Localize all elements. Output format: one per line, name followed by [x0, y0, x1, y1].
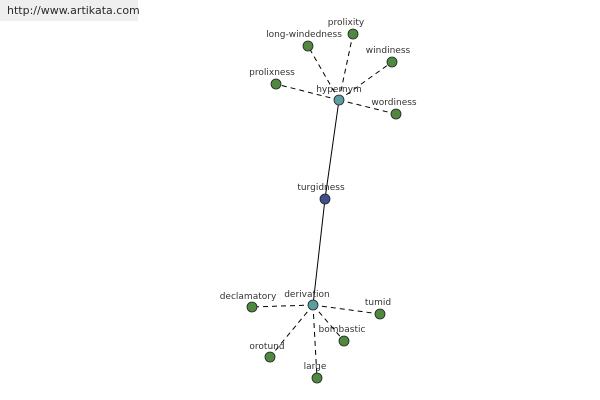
node-tumid[interactable]	[374, 308, 386, 320]
edge-center-derivation	[312, 198, 326, 306]
edge-derivation-orotund	[269, 304, 314, 358]
label-windiness[interactable]: windiness	[366, 46, 411, 56]
edge-hypernym-prolixness	[275, 83, 340, 101]
node-prolixness[interactable]	[270, 78, 282, 90]
node-declamatory[interactable]	[246, 301, 258, 313]
node-derivation[interactable]	[307, 299, 319, 311]
edge-hypernym-windiness	[338, 61, 393, 101]
edge-derivation-bombastic	[312, 304, 345, 342]
label-orotund[interactable]: orotund	[249, 342, 284, 352]
label-declamatory[interactable]: declamatory	[220, 292, 277, 302]
edge-hypernym-prolixity	[338, 33, 354, 101]
label-prolixness[interactable]: prolixness	[249, 68, 295, 78]
node-prolixity[interactable]	[347, 28, 359, 40]
edge-hypernym-long-windedness	[307, 45, 340, 101]
source-banner: http://www.artikata.com	[0, 0, 140, 21]
node-long-windedness[interactable]	[302, 40, 314, 52]
edge-hypernym-wordiness	[338, 99, 397, 115]
label-derivation: derivation	[284, 290, 330, 300]
node-bombastic[interactable]	[338, 335, 350, 347]
node-orotund[interactable]	[264, 351, 276, 363]
label-wordiness[interactable]: wordiness	[371, 98, 417, 108]
label-bombastic[interactable]: bombastic	[319, 325, 366, 335]
label-tumid[interactable]: tumid	[365, 298, 391, 308]
label-long-windedness[interactable]: long-windedness	[266, 30, 342, 40]
node-turgidness[interactable]	[319, 193, 331, 205]
edge-derivation-declamatory	[251, 304, 314, 308]
node-hypernym[interactable]	[333, 94, 345, 106]
label-large[interactable]: large	[304, 362, 327, 372]
source-url[interactable]: http://www.artikata.com	[7, 4, 140, 17]
label-hypernym: hypernym	[316, 85, 362, 95]
label-turgidness[interactable]: turgidness	[297, 183, 345, 193]
label-prolixity[interactable]: prolixity	[328, 18, 365, 28]
edge-derivation-tumid	[312, 304, 381, 315]
edge-derivation-large	[312, 304, 318, 379]
edge-hypernym-center	[324, 99, 340, 200]
node-wordiness[interactable]	[390, 108, 402, 120]
node-large[interactable]	[311, 372, 323, 384]
node-windiness[interactable]	[386, 56, 398, 68]
